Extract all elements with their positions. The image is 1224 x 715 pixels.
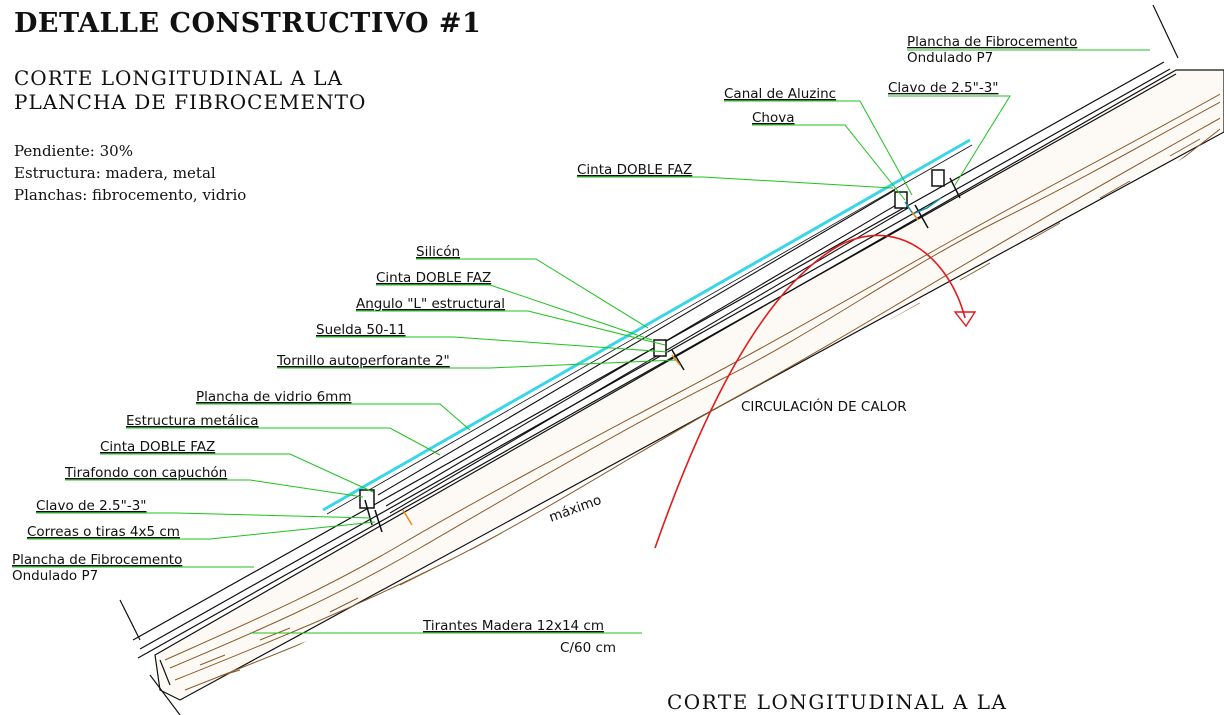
label-vidrio: Plancha de vidrio 6mm	[196, 389, 351, 405]
label-suelda: Suelda 50-11	[316, 322, 406, 338]
label-correas: Correas o tiras 4x5 cm	[27, 524, 180, 540]
label-estructura-metalica: Estructura metálica	[126, 413, 259, 429]
label-circulacion: CIRCULACIÓN DE CALOR	[741, 397, 907, 415]
spec-planchas: Planchas: fibrocemento, vidrio	[14, 186, 247, 204]
label-maximo: máximo	[547, 492, 604, 526]
label-canal-aluzinc: Canal de Aluzinc	[724, 86, 836, 102]
label-plancha-fibro-low: Plancha de Fibrocemento	[12, 552, 182, 568]
subtitle-line-2: PLANCHA DE FIBROCEMENTO	[14, 90, 367, 114]
label-angulo: Angulo "L" estructural	[356, 296, 505, 312]
fasteners	[359, 169, 961, 533]
drawing-subtitle: CORTE LONGITUDINAL A LA PLANCHA DE FIBRO…	[14, 66, 366, 114]
label-silicon: Silicón	[416, 244, 460, 260]
heat-circulation-arrow	[654, 234, 977, 549]
glass-plate	[322, 138, 973, 515]
spec-pendiente: Pendiente: 30%	[14, 142, 133, 160]
subtitle-line-1: CORTE LONGITUDINAL A LA	[14, 66, 343, 90]
label-ondulado-low: Ondulado P7	[12, 568, 98, 584]
label-clavo-low: Clavo de 2.5"-3"	[36, 498, 147, 514]
bottom-caption: CORTE LONGITUDINAL A LA	[667, 690, 1008, 714]
label-clavo-top: Clavo de 2.5"-3"	[888, 80, 999, 96]
label-cinta-mid: Cinta DOBLE FAZ	[376, 270, 491, 286]
label-tirafondo: Tirafondo con capuchón	[64, 465, 227, 481]
spec-estructura: Estructura: madera, metal	[14, 164, 216, 182]
label-cinta-top: Cinta DOBLE FAZ	[577, 162, 692, 178]
drawing-labels: Plancha de Fibrocemento Ondulado P7 Clav…	[12, 34, 1077, 656]
label-cinta-low: Cinta DOBLE FAZ	[100, 439, 215, 455]
label-tornillo: Tornillo autoperforante 2"	[276, 353, 450, 369]
drawing-title: DETALLE CONSTRUCTIVO #1	[14, 8, 482, 39]
label-ondulado-top: Ondulado P7	[907, 50, 993, 66]
label-c60: C/60 cm	[560, 640, 616, 656]
metal-structure	[377, 189, 909, 514]
label-plancha-fibro-top: Plancha de Fibrocemento	[907, 34, 1077, 50]
label-chova: Chova	[752, 110, 795, 126]
leader-lines	[12, 49, 1150, 634]
specs-block: Pendiente: 30% Estructura: madera, metal…	[14, 140, 246, 206]
label-tirantes: Tirantes Madera 12x14 cm	[422, 618, 604, 634]
